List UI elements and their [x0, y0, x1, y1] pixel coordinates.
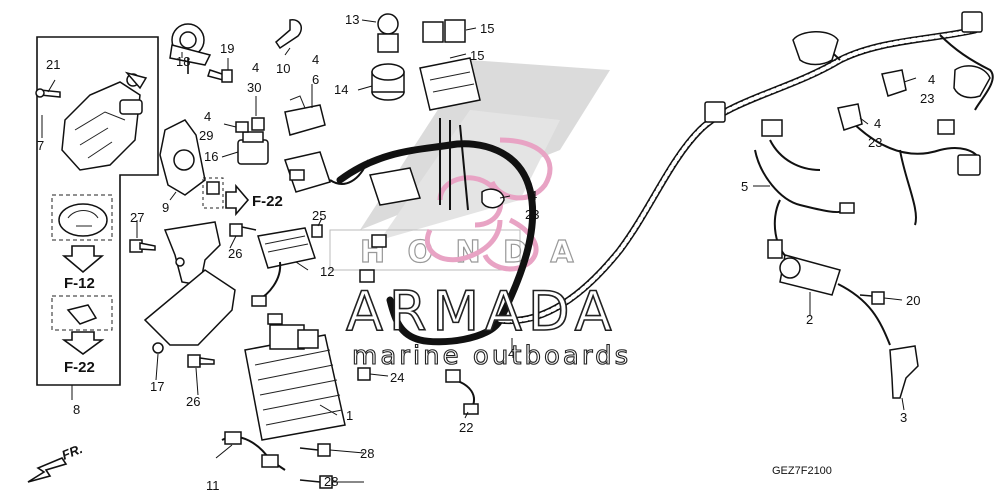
- bolt-27: [129, 239, 156, 253]
- harness-11: [221, 431, 286, 471]
- screw-21: [35, 88, 61, 98]
- reference-f12: F-12: [64, 275, 95, 292]
- push-button-13: [377, 13, 399, 53]
- bracket-17: [143, 269, 236, 354]
- seat-lock: [51, 194, 113, 241]
- part-number-26-a: 26: [228, 246, 242, 261]
- part-number-23-c: 23: [525, 207, 539, 222]
- part-numbers: 1 2 3 4 4 4 4 4 4 4 5 6 7 8 9 10 11 12 1…: [37, 12, 935, 493]
- bolt-26-top: [229, 223, 257, 237]
- spark-plug-cap-3: [889, 345, 919, 399]
- part-number-23-a: 23: [920, 91, 934, 106]
- reference-f22-lower: F-22: [64, 359, 95, 376]
- clamps-23: [481, 69, 907, 209]
- bolt-26-bottom: [187, 354, 215, 368]
- part-number-8: 8: [73, 402, 80, 417]
- part-number-4-main: 4: [508, 346, 515, 361]
- part-number-30: 30: [247, 80, 261, 95]
- part-number-20: 20: [906, 293, 920, 308]
- connector-30: [251, 117, 265, 131]
- watermark-brand: ARMADA: [346, 280, 618, 343]
- part-number-28-a: 28: [360, 446, 374, 461]
- sleeve-boot-right: [953, 65, 991, 99]
- part-number-13: 13: [345, 12, 359, 27]
- svg-text:H O N D A: H O N D A: [360, 235, 580, 270]
- ignition-switch: [61, 71, 148, 171]
- part-number-19: 19: [220, 41, 234, 56]
- honda-emblem: H O N D A: [329, 229, 580, 271]
- part-number-6: 6: [312, 72, 319, 87]
- bolt-28-top: [299, 443, 331, 457]
- part-number-16: 16: [204, 149, 218, 164]
- ignition-coil-2: [779, 254, 891, 346]
- leader-lines: [41, 19, 917, 483]
- part-number-10: 10: [276, 61, 290, 76]
- bracket-6: [284, 95, 326, 136]
- part-number-23-b: 23: [868, 135, 882, 150]
- part-number-4-f: 4: [530, 188, 537, 203]
- part-number-15-a: 15: [480, 21, 494, 36]
- part-number-17: 17: [150, 379, 164, 394]
- part-number-4-c: 4: [204, 109, 211, 124]
- part-number-9: 9: [162, 200, 169, 215]
- part-number-12: 12: [320, 264, 334, 279]
- ecu-unit-1: [244, 324, 346, 441]
- sub-harness-5: [754, 119, 855, 261]
- part-number-22: 22: [459, 420, 473, 435]
- fr-arrow: [27, 457, 68, 483]
- relay-15-a: [422, 19, 466, 43]
- arrow-f22: [225, 183, 250, 217]
- part-number-15-b: 15: [470, 48, 484, 63]
- horn: [169, 23, 212, 74]
- part-number-2: 2: [806, 312, 813, 327]
- part-number-7: 7: [37, 138, 44, 153]
- small-clip: [51, 295, 113, 331]
- part-number-3: 3: [900, 410, 907, 425]
- pink-wing-mark: [425, 137, 553, 272]
- diagram-code: GEZ7F2100: [772, 465, 832, 477]
- relay-12: [251, 227, 316, 325]
- part-number-26-b: 26: [186, 394, 200, 409]
- part-number-11: 11: [206, 478, 220, 493]
- part-number-14: 14: [334, 82, 348, 97]
- rubber-sleeve-14: [371, 63, 405, 101]
- part-number-4-e: 4: [874, 116, 881, 131]
- nut-small: [202, 177, 224, 209]
- coupler-bottom-right: [937, 119, 981, 176]
- part-number-28-b: 28: [324, 474, 338, 489]
- kit-frame: [36, 36, 159, 386]
- part-number-5: 5: [741, 179, 748, 194]
- clip-10: [275, 19, 302, 50]
- arrows-left-frame: [61, 245, 105, 355]
- coupler-left-harness: [704, 101, 726, 123]
- reference-f22-upper: F-22: [252, 193, 283, 210]
- connector-29: [235, 121, 249, 133]
- harness-22: [445, 369, 479, 415]
- part-number-4-b: 4: [312, 52, 319, 67]
- coupler-top-right: [961, 11, 983, 33]
- bracket-9: [159, 119, 206, 196]
- part-number-18: 18: [176, 54, 190, 69]
- relay-16: [237, 131, 269, 165]
- part-number-1: 1: [346, 408, 353, 423]
- fuse-box: [419, 57, 481, 111]
- part-number-24: 24: [390, 370, 404, 385]
- part-number-21: 21: [46, 57, 60, 72]
- part-number-25: 25: [312, 208, 326, 223]
- bolt-20: [859, 291, 885, 305]
- bolt-19: [207, 69, 233, 83]
- part-number-27: 27: [130, 210, 144, 225]
- bolt-25: [311, 224, 323, 238]
- connector-cluster: [359, 167, 421, 283]
- sleeve-boot-top: [792, 31, 839, 66]
- direction-label: FR.: [60, 441, 85, 463]
- part-number-29: 29: [199, 128, 213, 143]
- watermark-tagline: marine outboards: [352, 341, 631, 371]
- part-number-4-a: 4: [252, 60, 259, 75]
- part-number-4-d: 4: [928, 72, 935, 87]
- regulator-block: [284, 151, 331, 193]
